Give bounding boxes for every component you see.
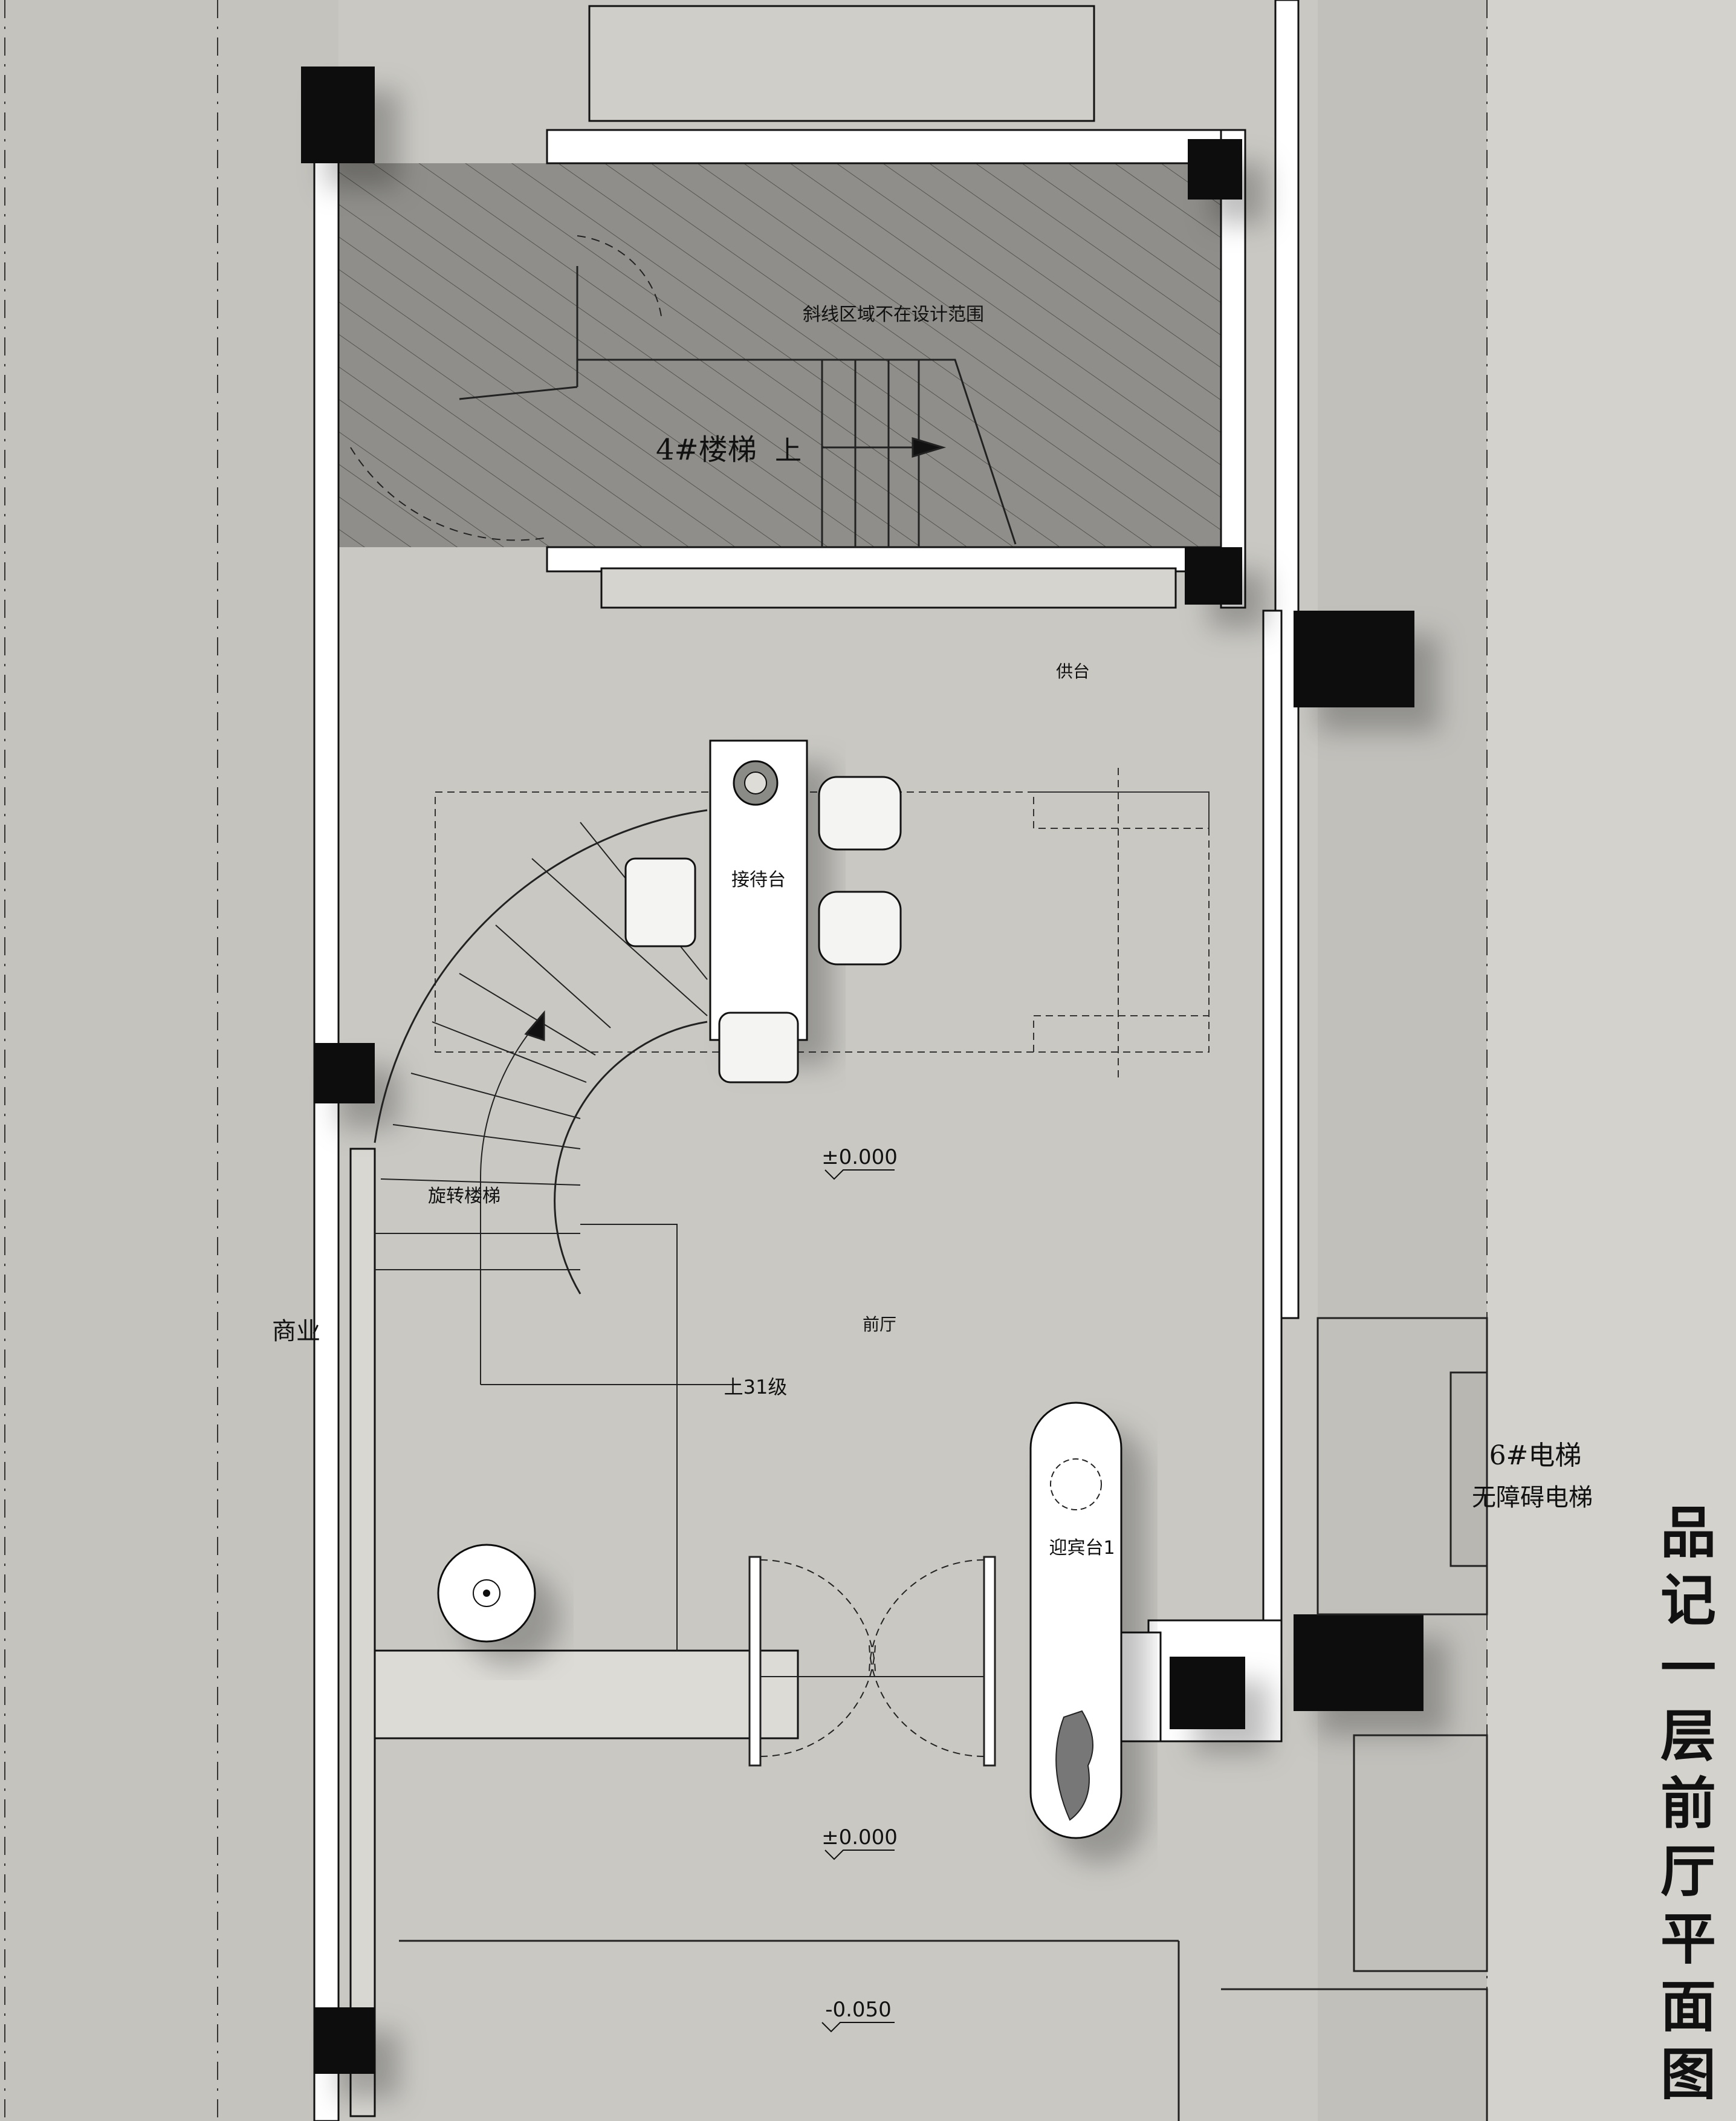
round-planter [437,1544,536,1643]
commercial-label: 商业 [272,1317,320,1345]
steps-up-label: 上31级 [724,1376,788,1398]
title-char: 平 [1660,1907,1716,1972]
door-swing-arcs [350,235,662,541]
accessible-elevator-label: 无障碍电梯 [1472,1484,1593,1512]
title-char: 图 [1660,2042,1716,2107]
level-markers [821,1169,895,2033]
stair4-label: 4#楼梯 [656,433,757,467]
spiral-stair [374,809,737,1651]
right-corridor [1318,0,1487,2121]
entry-platform [399,1734,1488,2121]
entrance-doors [748,1556,996,1767]
level-entry: ±0.000 [821,1825,898,1850]
elevator6-label: 6#电梯 [1489,1440,1582,1471]
drawing-title: 品 记 一 层 前 厅 平 面 图 [1655,1499,1721,2107]
column [314,2007,375,2074]
level-main: ±0.000 [821,1145,898,1169]
armchair [818,891,902,966]
right-margin [1487,0,1736,2121]
reception-desk-label: 接待台 [731,869,786,891]
armchair [718,1012,799,1083]
column [1294,1614,1423,1711]
elevator-6 [1317,1317,1488,1616]
column [1188,139,1242,200]
reception-desk [709,739,808,1041]
columns [301,67,1423,2074]
altar-label: 供台 [1056,661,1090,681]
office-chair [624,857,696,947]
column [301,67,375,163]
lobby-label: 前厅 [863,1314,896,1334]
hatched-note: 斜线区域不在设计范围 [803,304,984,325]
title-char: 层 [1660,1704,1716,1769]
hatched-area [338,163,1221,547]
title-char: 一 [1660,1636,1716,1701]
stair4-treads [459,266,1017,547]
walls [313,0,1300,2121]
column [1294,611,1414,707]
reception-chairs [624,776,902,1083]
armchair [818,776,902,851]
column [1185,547,1242,605]
level-outside: -0.050 [825,1998,892,2022]
title-char: 厅 [1660,1839,1716,1904]
column [1170,1657,1245,1729]
title-char: 面 [1660,1975,1716,2039]
commercial-zone [0,0,338,2121]
title-char: 品 [1660,1501,1716,1565]
column [314,1043,375,1103]
welcome-desk [1029,1402,1122,1839]
welcome-desk-label: 迎宾台1 [1049,1538,1115,1559]
stair4-up-label: 上 [775,435,802,466]
title-char: 记 [1660,1568,1716,1633]
title-char: 前 [1660,1772,1716,1836]
spiral-stair-label: 旋转楼梯 [428,1186,500,1207]
